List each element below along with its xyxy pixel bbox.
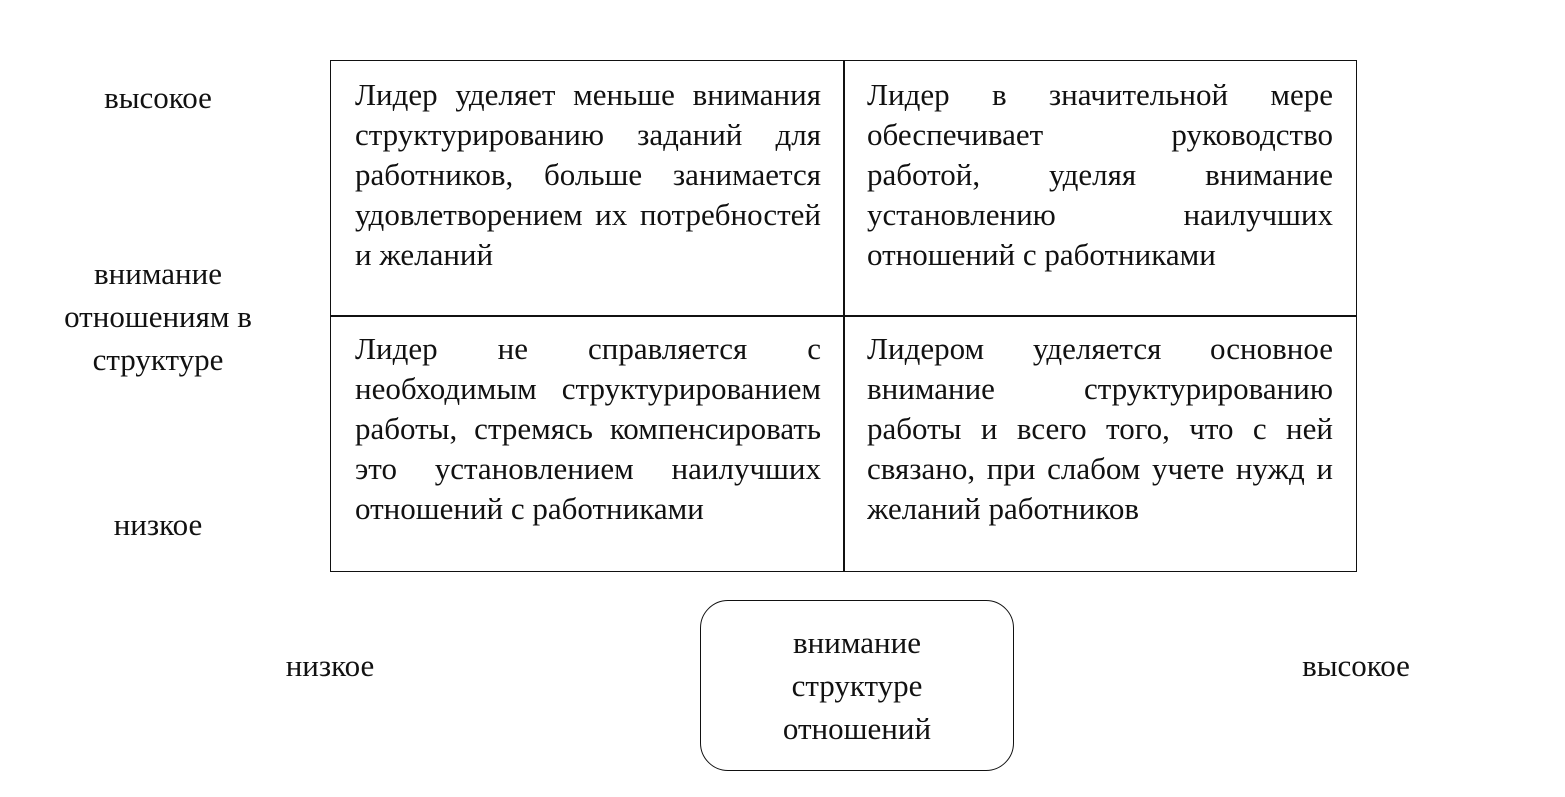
cell-high-relations-high-structure: Лидер в значительной мере обеспечивает р… <box>867 77 1333 272</box>
cell-high-relations-low-structure: Лидер уделяет меньше внимания структурир… <box>355 77 821 272</box>
y-axis-low-label: низкое <box>113 507 203 542</box>
x-axis-high-label: высокое <box>1302 648 1410 683</box>
x-axis-title-box: внимание структуре отношений <box>700 600 1014 771</box>
horizontal-divider <box>331 315 1356 317</box>
cell-low-relations-low-structure: Лидер не справляется с необходимым струк… <box>355 331 821 526</box>
x-axis-low-label: низкое <box>285 648 375 683</box>
y-axis-title: внимание отношениям в структуре <box>64 256 252 377</box>
leadership-matrix: Лидер уделяет меньше внимания структурир… <box>330 60 1357 572</box>
x-axis-title: внимание структуре отношений <box>782 625 932 746</box>
y-axis-high-label: высокое <box>104 80 212 115</box>
cell-low-relations-high-structure: Лидером уделяется основное внимание стру… <box>867 331 1333 526</box>
